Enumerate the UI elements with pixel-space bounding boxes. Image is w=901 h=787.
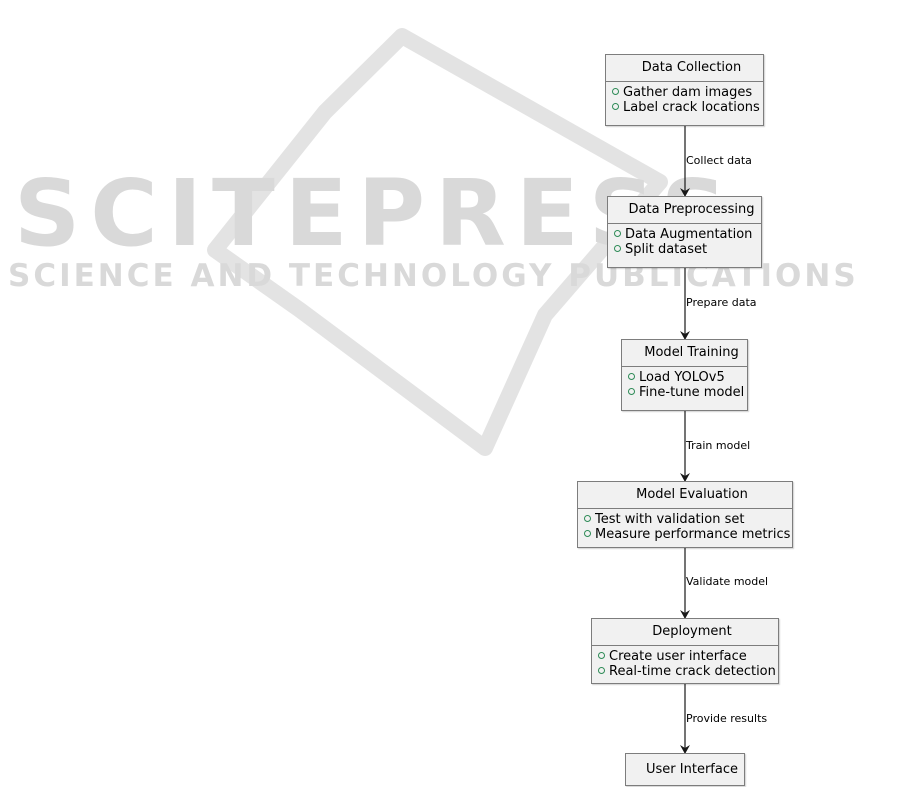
node-data-preprocessing: Data Preprocessing Data Augmentation Spl… [607, 196, 762, 268]
node-item: Measure performance metrics [578, 527, 792, 542]
node-title: Model Training [622, 340, 747, 367]
circle-bullet-icon [612, 103, 619, 110]
circle-bullet-icon [614, 245, 621, 252]
node-item: Data Augmentation [608, 227, 761, 242]
circle-bullet-icon [598, 667, 605, 674]
node-item: Load YOLOv5 [622, 370, 747, 385]
edge-label-collect-data: Collect data [686, 154, 752, 167]
node-model-training: Model Training Load YOLOv5 Fine-tune mod… [621, 339, 748, 411]
edge-label-provide-results: Provide results [686, 712, 768, 725]
node-item: Test with validation set [578, 512, 792, 527]
node-user-interface: User Interface [625, 753, 745, 786]
circle-bullet-icon [584, 515, 591, 522]
node-data-collection: Data Collection Gather dam images Label … [605, 54, 764, 126]
node-item: Gather dam images [606, 85, 763, 100]
node-title: Deployment [592, 619, 778, 646]
edge-label-train-model: Train model [686, 439, 751, 452]
circle-bullet-icon [628, 373, 635, 380]
node-model-evaluation: Model Evaluation Test with validation se… [577, 481, 793, 548]
node-item: Real-time crack detection [592, 664, 778, 679]
circle-bullet-icon [614, 230, 621, 237]
node-item: Create user interface [592, 649, 778, 664]
node-item: Label crack locations [606, 100, 763, 115]
circle-bullet-icon [628, 388, 635, 395]
node-item: Split dataset [608, 242, 761, 257]
edge-label-validate-model: Validate model [686, 575, 769, 588]
node-title: Data Collection [606, 55, 763, 82]
circle-bullet-icon [598, 652, 605, 659]
circle-bullet-icon [612, 88, 619, 95]
edge-label-prepare-data: Prepare data [686, 296, 757, 309]
node-title: Model Evaluation [578, 482, 792, 509]
circle-bullet-icon [584, 530, 591, 537]
node-item: Fine-tune model [622, 385, 747, 400]
node-deployment: Deployment Create user interface Real-ti… [591, 618, 779, 684]
node-title: Data Preprocessing [608, 197, 761, 224]
node-title: User Interface [646, 762, 738, 777]
